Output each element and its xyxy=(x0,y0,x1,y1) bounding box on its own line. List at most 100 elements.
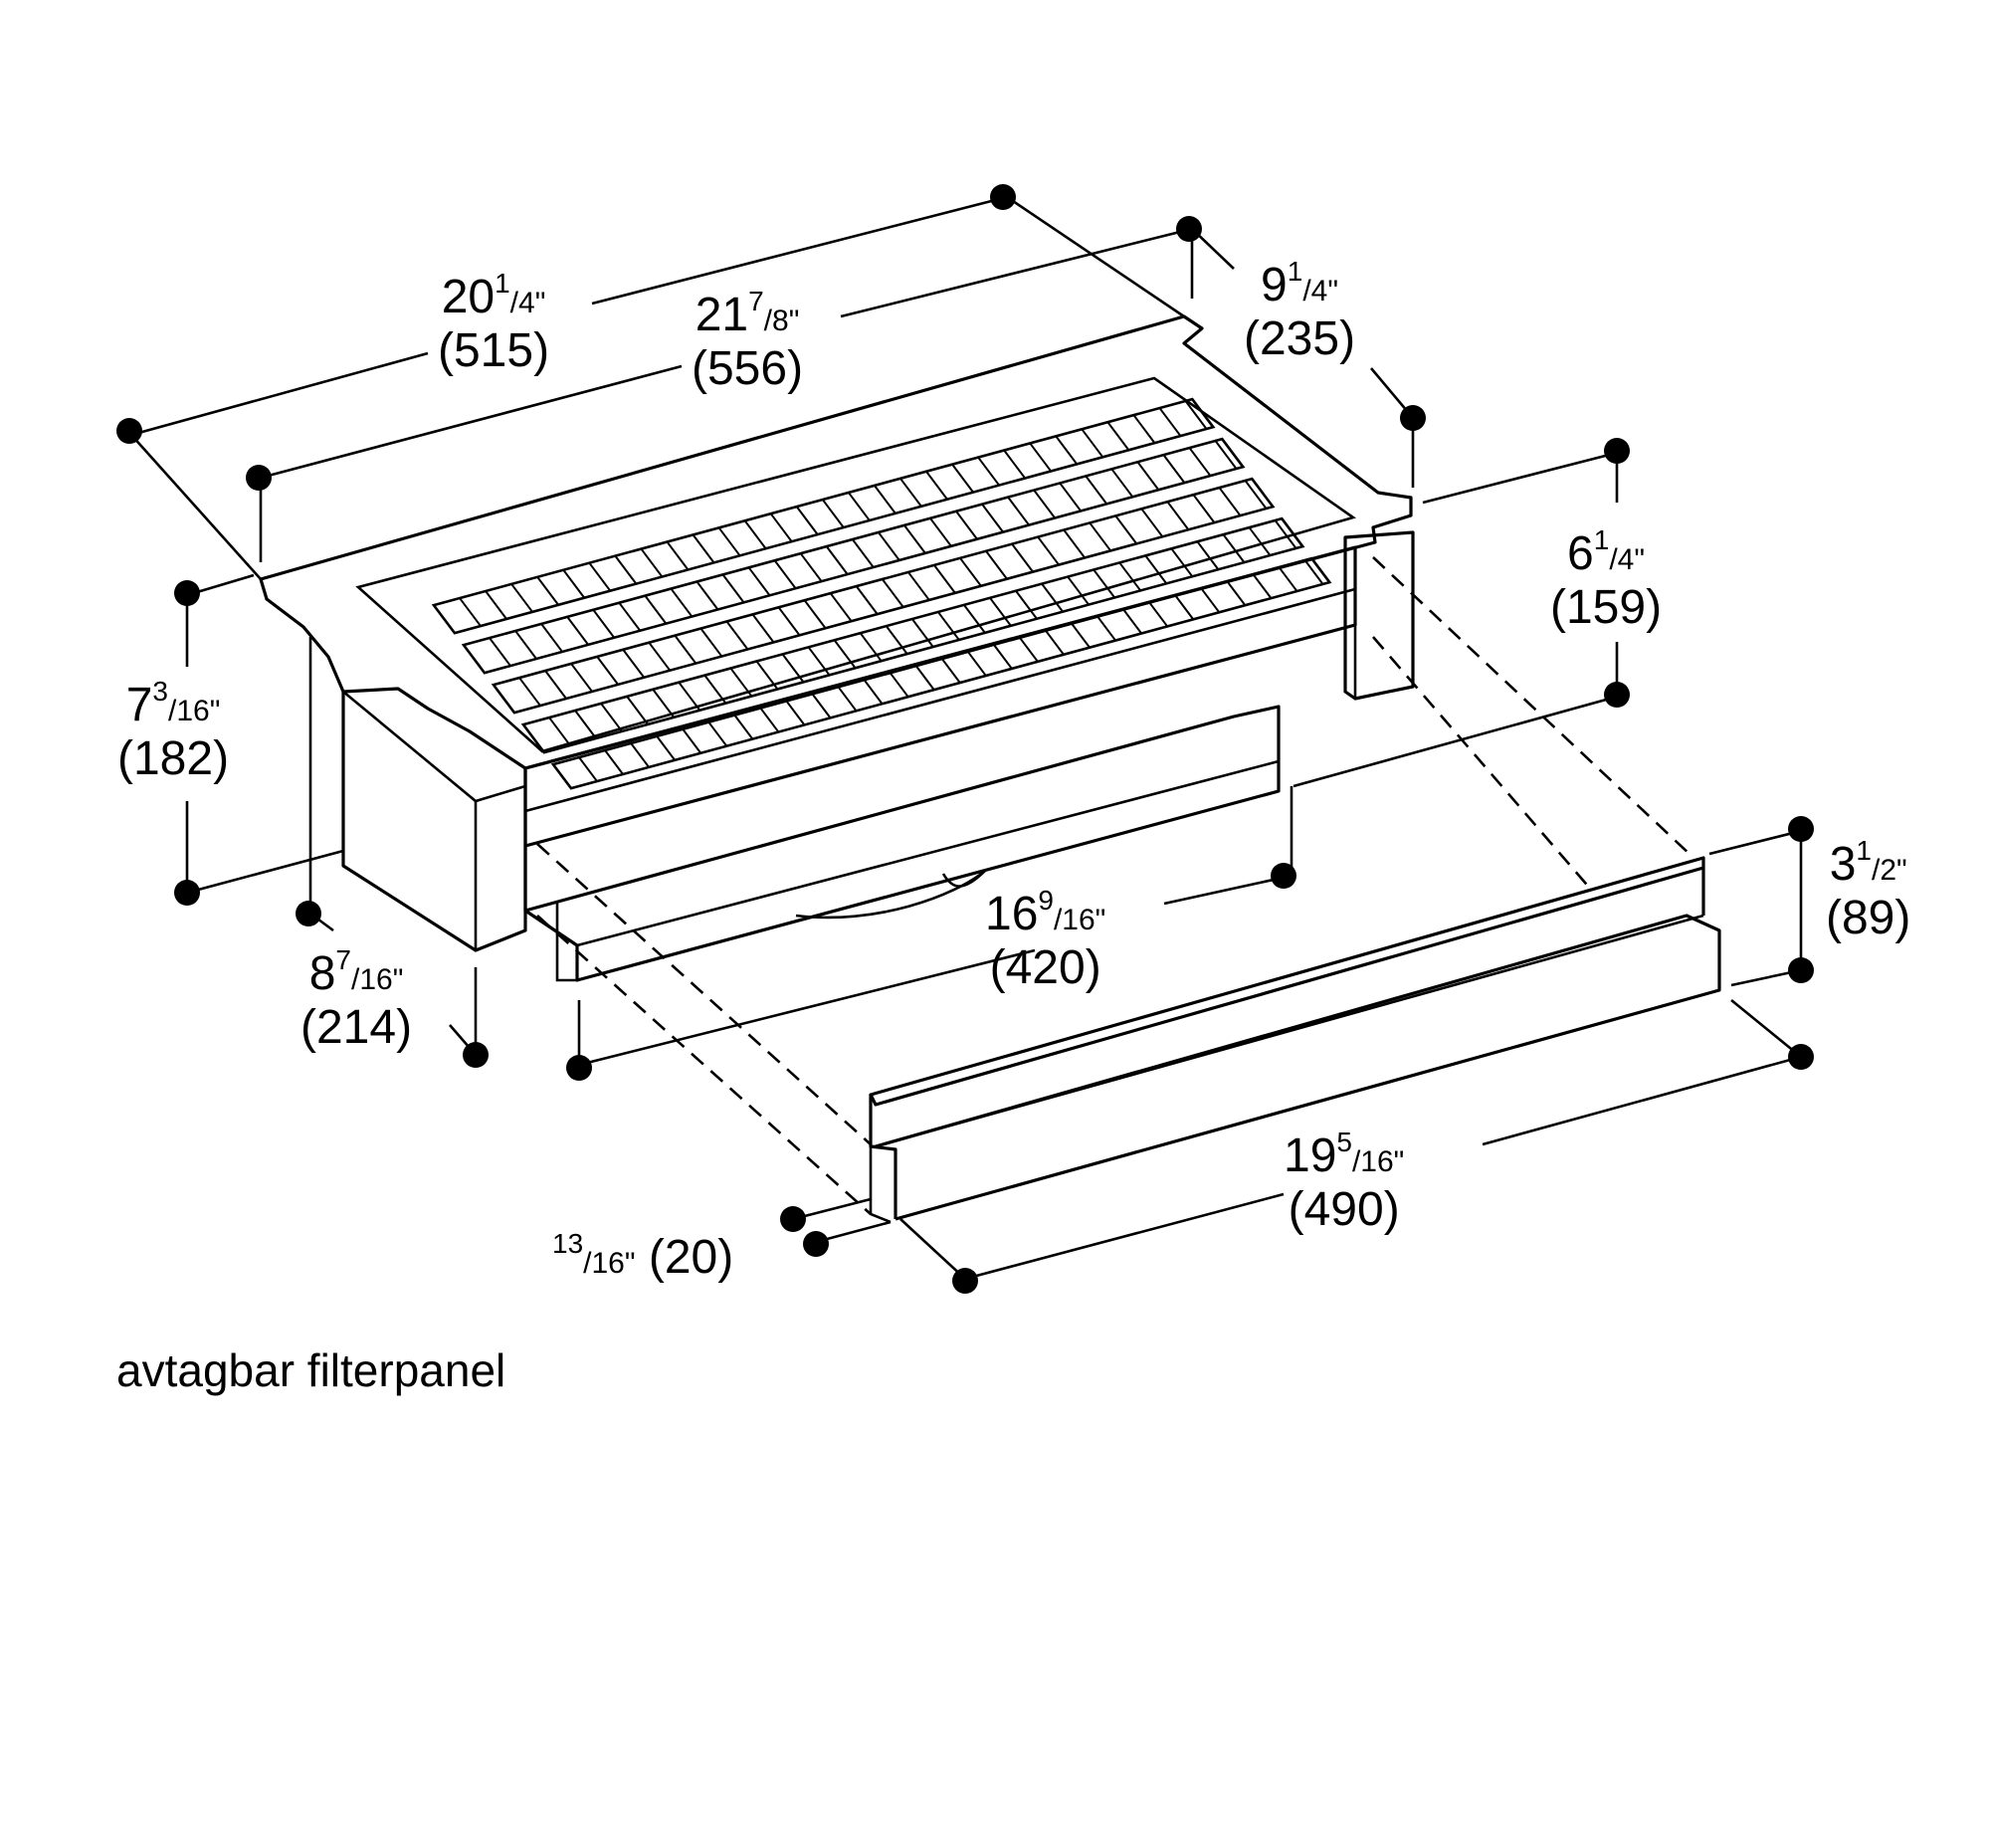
grille-cell-divider xyxy=(1029,442,1053,473)
grille-cell-divider xyxy=(707,721,728,747)
grille-cell-divider xyxy=(1196,540,1220,570)
dim-side-height: 61/4" (159) xyxy=(1550,524,1663,634)
grille-cell-divider xyxy=(1081,428,1104,458)
grille-cell-divider xyxy=(977,456,1000,487)
grille-cell-divider xyxy=(807,646,831,676)
grille-cell-divider xyxy=(703,675,727,705)
grille-cell-divider xyxy=(1037,535,1060,566)
grille-cell-divider xyxy=(604,749,624,775)
dim-front-height: 73/16" (182) xyxy=(117,676,230,785)
grille-cell-divider xyxy=(1136,461,1160,491)
dim-grille-depth: 217/8" (556) xyxy=(692,286,804,395)
grille-cell-divider xyxy=(889,672,909,698)
grille-cell-divider xyxy=(963,604,986,634)
grille-cell-divider xyxy=(1170,547,1194,577)
grille-pattern xyxy=(431,397,1332,790)
grille-cell-divider xyxy=(1148,601,1169,628)
grille-cell-divider xyxy=(1174,594,1195,620)
grille-cell-divider xyxy=(729,667,753,698)
grille-cell-divider xyxy=(1188,447,1212,477)
dim-base-depth: 87/16" (214) xyxy=(300,944,413,1054)
grille-slat xyxy=(550,556,1332,790)
grille-cell-divider xyxy=(859,632,883,662)
grille-cell-divider xyxy=(1106,421,1130,451)
grille-cell-divider xyxy=(785,700,806,726)
grille-cell-divider xyxy=(803,599,827,629)
grille-cell-divider xyxy=(1110,468,1134,498)
lower-housing xyxy=(523,705,1281,982)
grille-cell-divider xyxy=(514,630,537,660)
grille-cell-divider xyxy=(1122,608,1142,635)
grille-cell-divider xyxy=(851,538,875,568)
grille-cell-divider xyxy=(570,663,593,693)
grille-cell-divider xyxy=(614,555,638,585)
grille-cell-divider xyxy=(881,578,904,608)
grille-cell-divider xyxy=(733,715,754,740)
grille-cell-divider xyxy=(777,606,801,636)
grille-cell-divider xyxy=(578,756,598,782)
grille-cell-divider xyxy=(910,618,934,648)
grille-cell-divider xyxy=(1274,519,1297,549)
grille-cell-divider xyxy=(925,471,948,501)
grille-cell-divider xyxy=(485,590,507,620)
grille-cell-divider xyxy=(566,616,589,646)
grille-cell-divider xyxy=(459,597,482,627)
front-fascia xyxy=(523,545,1357,848)
grille-cell-divider xyxy=(993,644,1013,670)
grille-cell-divider xyxy=(863,679,884,705)
grille-cell-divider xyxy=(855,585,879,615)
top-flange xyxy=(259,314,1413,770)
grille-cell-divider xyxy=(811,693,832,719)
grille-cell-divider xyxy=(937,611,960,641)
dim-panel-length: 195/16" (490) xyxy=(1284,1127,1405,1236)
grille-cell-divider xyxy=(1085,475,1108,505)
grille-cell-divider xyxy=(1059,482,1083,513)
grille-cell-divider xyxy=(648,642,672,672)
grille-cell-divider xyxy=(1063,528,1086,559)
grille-slat xyxy=(491,477,1276,715)
grille-cell-divider xyxy=(618,602,642,632)
dim-panel-thickness: 13/16" (20) xyxy=(552,1228,734,1284)
grille-cell-divider xyxy=(699,627,723,658)
grille-cell-divider xyxy=(588,562,612,592)
grille-cell-divider xyxy=(1067,575,1090,606)
dim-body-length: 169/16" (420) xyxy=(985,885,1106,994)
grille-cell-divider xyxy=(678,682,701,712)
grille-cell-divider xyxy=(1162,454,1186,484)
filter-panel xyxy=(869,856,1721,1224)
grille-cell-divider xyxy=(885,625,908,655)
grille-cell-divider xyxy=(878,531,900,561)
grille-cell-divider xyxy=(626,696,649,725)
grille-cell-divider xyxy=(652,689,676,719)
right-end-housing xyxy=(1343,530,1415,701)
fan-curve xyxy=(795,870,986,920)
grille-cell-divider xyxy=(600,703,623,732)
grille-cell-divider xyxy=(955,511,978,540)
grille-cell-divider xyxy=(1144,554,1168,584)
grille-cell-divider xyxy=(747,566,771,596)
grille-cell-divider xyxy=(721,573,745,604)
grille-slat xyxy=(461,437,1246,675)
grille-cell-divider xyxy=(1278,566,1298,592)
grille-cell-divider xyxy=(825,545,849,575)
grille-cell-divider xyxy=(1244,480,1268,510)
grille-recess xyxy=(355,376,1356,753)
grille-cell-divider xyxy=(518,677,541,707)
grille-cell-divider xyxy=(833,639,857,669)
projection-lines xyxy=(536,556,1692,1215)
appliance-body xyxy=(259,314,1415,982)
grille-cell-divider xyxy=(848,492,871,521)
grille-cell-divider xyxy=(967,651,987,677)
grille-cell-divider xyxy=(536,576,559,606)
grille-cell-divider xyxy=(1071,623,1091,649)
grille-cell-divider xyxy=(666,540,690,571)
grille-cell-divider xyxy=(1003,449,1026,480)
grille-cell-divider xyxy=(989,597,1012,627)
grille-cell-divider xyxy=(596,656,619,686)
dim-panel-height: 31/2" (89) xyxy=(1826,835,1911,944)
left-end-housing xyxy=(341,692,527,952)
grille-cell-divider xyxy=(1248,526,1272,556)
grille-slat xyxy=(431,397,1216,635)
grille-cell-divider xyxy=(510,583,533,613)
grille-cell-divider xyxy=(1184,400,1208,430)
